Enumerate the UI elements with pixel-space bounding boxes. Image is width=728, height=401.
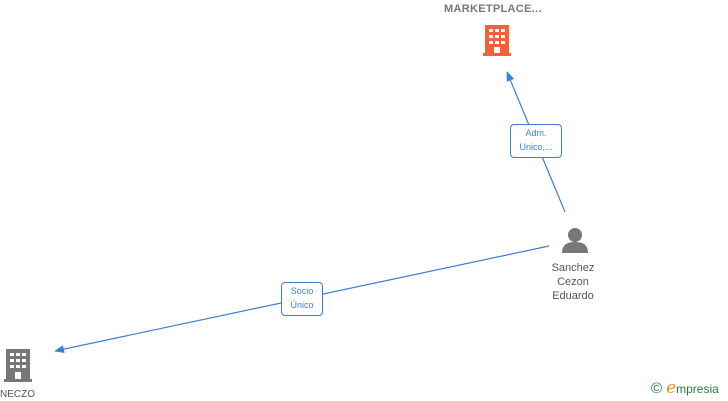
building-icon[interactable] [481, 23, 513, 57]
edge-label-line: Único [290, 300, 314, 310]
company-title-neczo[interactable]: NECZO [0, 389, 35, 400]
edge-label-socio-unico[interactable]: Socio Único [281, 282, 323, 316]
copyright-symbol: © [651, 380, 663, 397]
edge-label-line: Unico,... [519, 142, 553, 152]
logo-text: mpresia [676, 382, 719, 396]
edge-label-line: Adm. [525, 128, 547, 138]
person-icon[interactable] [560, 226, 590, 254]
logo-initial: e [666, 378, 677, 398]
empresia-logo: ©empresia [651, 378, 719, 398]
person-name-line: Sanchez [551, 262, 595, 274]
edge-label-adm-unico[interactable]: Adm. Unico,... [510, 124, 562, 158]
person-name-line: Cezon [557, 276, 589, 288]
building-icon[interactable] [2, 347, 34, 383]
edge-label-line: Socio [290, 286, 314, 296]
person-name-line: Eduardo [552, 290, 594, 302]
person-name[interactable]: Sanchez Cezon Eduardo [536, 261, 610, 303]
company-title-marketplace[interactable]: MARKETPLACE... [444, 3, 542, 15]
